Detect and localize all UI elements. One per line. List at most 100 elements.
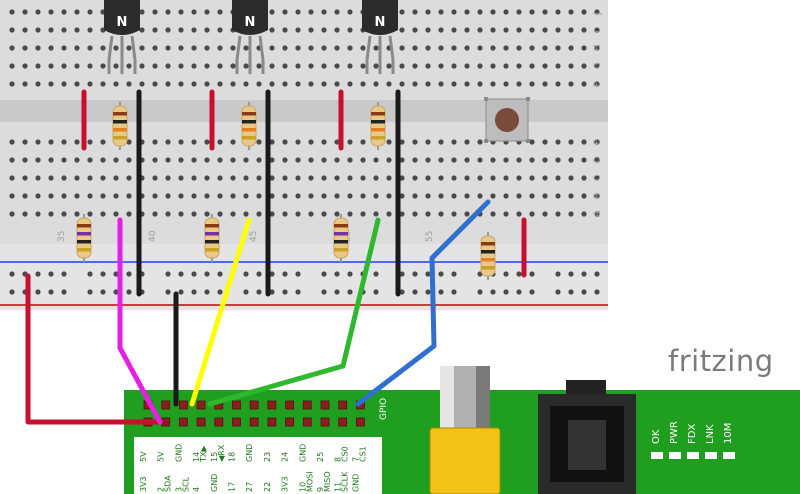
breadboard-hole — [282, 157, 288, 163]
breadboard-hole — [178, 157, 184, 163]
breadboard-hole — [22, 211, 28, 217]
breadboard-hole — [542, 157, 548, 163]
breadboard-hole — [282, 63, 288, 69]
breadboard-hole — [399, 27, 405, 33]
breadboard-hole — [386, 193, 392, 199]
led-label: PWR — [669, 421, 680, 444]
breadboard-hole — [308, 211, 314, 217]
gpio-pin — [355, 417, 365, 427]
breadboard-hole — [334, 81, 340, 87]
breadboard-hole — [373, 211, 379, 217]
breadboard-hole — [347, 45, 353, 51]
breadboard-hole — [308, 63, 314, 69]
breadboard-hole — [581, 63, 587, 69]
breadboard-hole — [100, 157, 106, 163]
breadboard-hole — [74, 9, 80, 15]
breadboard-hole — [542, 45, 548, 51]
breadboard-hole — [516, 157, 522, 163]
breadboard-hole — [568, 27, 574, 33]
breadboard-hole — [152, 211, 158, 217]
breadboard-hole — [581, 157, 587, 163]
breadboard-hole — [191, 81, 197, 87]
header-label-bottom: MISO — [323, 471, 332, 492]
breadboard-hole — [295, 63, 301, 69]
breadboard-hole — [568, 63, 574, 69]
breadboard-hole — [87, 175, 93, 181]
breadboard-hole — [321, 175, 327, 181]
breadboard-hole — [347, 139, 353, 145]
rail-hole — [529, 289, 535, 295]
breadboard-hole — [594, 81, 600, 87]
breadboard-hole — [126, 139, 132, 145]
breadboard-hole — [516, 193, 522, 199]
gpio-pin — [214, 417, 224, 427]
breadboard-hole — [204, 81, 210, 87]
column-number: 45 — [249, 231, 259, 242]
rail-hole — [347, 289, 353, 295]
breadboard-hole — [295, 157, 301, 163]
gpio-pin — [302, 417, 312, 427]
pin-label-area — [134, 437, 382, 494]
breadboard-hole — [347, 175, 353, 181]
breadboard-hole — [113, 45, 119, 51]
breadboard-hole — [360, 45, 366, 51]
gpio-header-labels: 5V3V35V2SDAGND3SCL14TX▶415◀RXGND1817GND2… — [139, 444, 367, 492]
breadboard-hole — [295, 81, 301, 87]
breadboard-hole — [412, 9, 418, 15]
breadboard-hole — [399, 63, 405, 69]
breadboard-hole — [438, 157, 444, 163]
breadboard-hole — [568, 193, 574, 199]
breadboard-hole — [373, 81, 379, 87]
rail-hole — [61, 271, 67, 277]
header-label-bottom: 2 — [157, 487, 166, 492]
brand-name: fritzing — [668, 344, 774, 378]
header-label-bottom: 3 — [174, 487, 183, 492]
breadboard-hole — [191, 157, 197, 163]
breadboard-hole — [87, 81, 93, 87]
breadboard-hole — [100, 45, 106, 51]
breadboard-hole — [48, 9, 54, 15]
row-letter: J — [593, 12, 603, 16]
breadboard-hole — [464, 139, 470, 145]
breadboard-hole — [373, 193, 379, 199]
breadboard-hole — [490, 157, 496, 163]
breadboard-hole — [113, 63, 119, 69]
resistor — [204, 214, 220, 262]
wire-green — [207, 217, 381, 407]
rail-hole — [113, 289, 119, 295]
header-label-bottom: GND — [210, 474, 219, 492]
breadboard-hole — [438, 211, 444, 217]
breadboard-hole — [48, 175, 54, 181]
header-label-bottom: 3V3 — [281, 476, 290, 492]
breadboard-hole — [191, 139, 197, 145]
header-label-top: 5V — [139, 451, 148, 462]
breadboard-hole — [22, 81, 28, 87]
breadboard-hole — [100, 139, 106, 145]
breadboard-hole — [308, 193, 314, 199]
rail-hole — [295, 271, 301, 277]
breadboard-hole — [269, 157, 275, 163]
breadboard-hole — [529, 193, 535, 199]
breadboard-hole — [555, 139, 561, 145]
rail-hole — [100, 289, 106, 295]
breadboard-hole — [542, 139, 548, 145]
gpio-label: GPIO — [379, 398, 389, 420]
breadboard-hole — [22, 139, 28, 145]
breadboard-hole — [503, 81, 509, 87]
breadboard-hole — [217, 175, 223, 181]
header-label-bottom: 9 — [316, 487, 325, 492]
resistor — [76, 214, 92, 262]
breadboard-hole — [516, 81, 522, 87]
rail-hole — [399, 289, 405, 295]
breadboard-hole — [334, 193, 340, 199]
breadboard-hole — [334, 211, 340, 217]
breadboard-hole — [308, 27, 314, 33]
gpio-pin — [196, 417, 206, 427]
row-letter: A — [593, 210, 603, 217]
breadboard-hole — [438, 45, 444, 51]
header-label-bottom: MOSI — [305, 471, 314, 492]
breadboard-hole — [152, 139, 158, 145]
breadboard-hole — [360, 81, 366, 87]
breadboard-jumpers — [81, 89, 527, 297]
header-label-bottom: SDA — [164, 475, 173, 492]
